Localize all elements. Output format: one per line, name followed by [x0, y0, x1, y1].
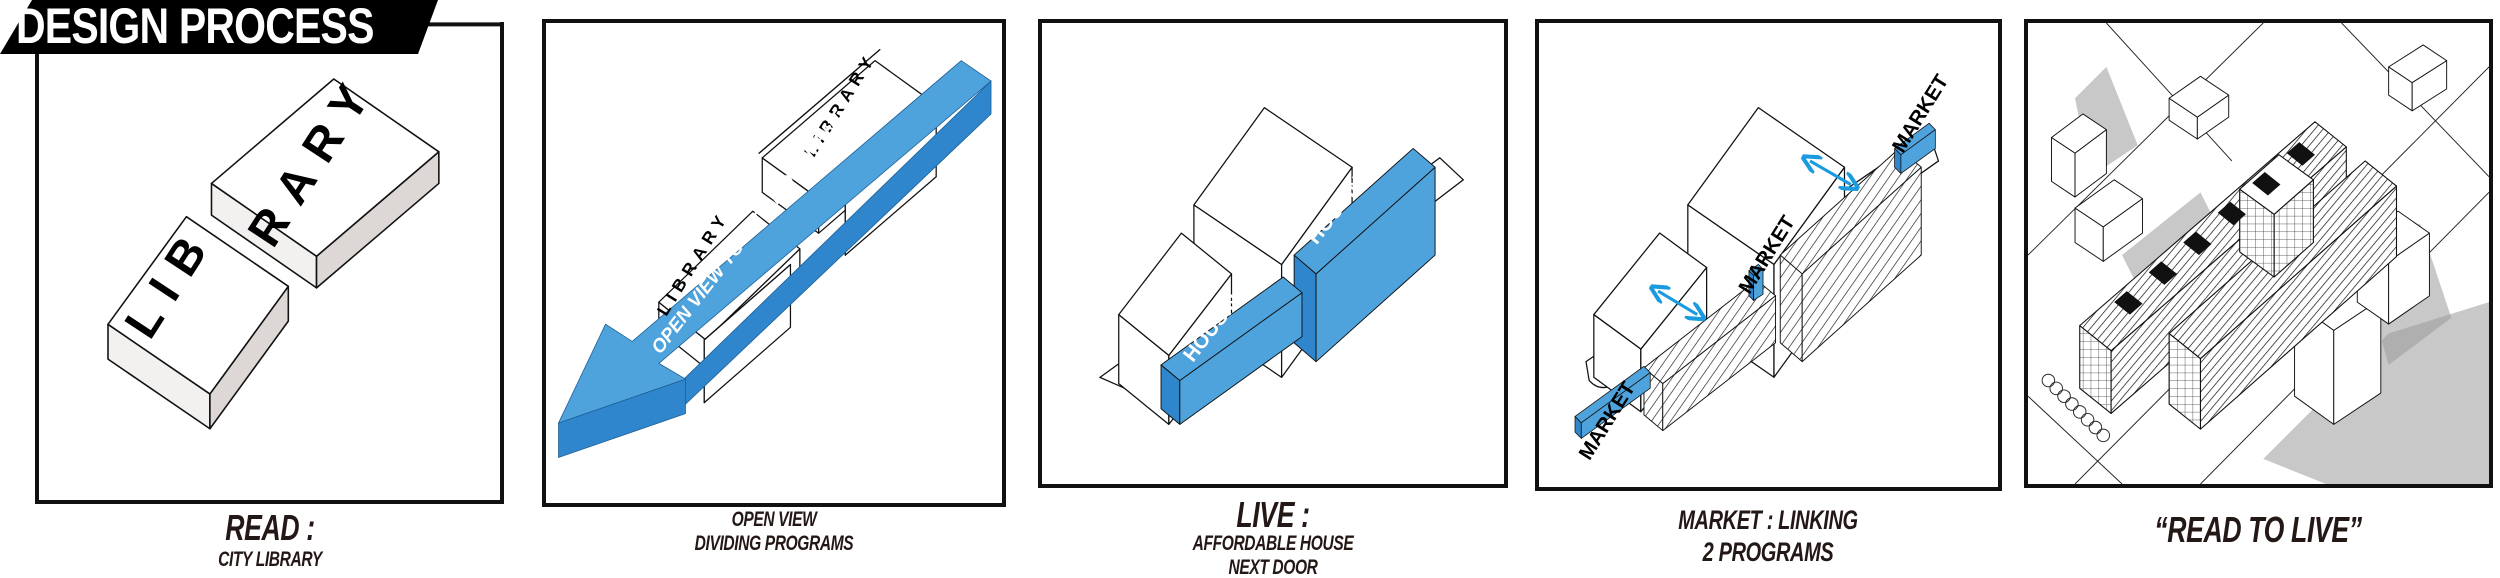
panel-read: LIB RARY — [35, 22, 504, 504]
caption-line: MARKET : LINKING — [1678, 505, 1858, 535]
panel-market: MARKET MARKET MARKET — [1535, 19, 2002, 491]
tree-6 — [2088, 420, 2103, 435]
caption-market: MARKET : LINKING 2 PROGRAMS — [1528, 504, 2008, 568]
market-strip-top-top-face — [1894, 122, 1936, 156]
caption-heading: “READ TO LIVE” — [2154, 509, 2362, 550]
building-d — [2388, 44, 2448, 112]
market-diagram: MARKET MARKET MARKET — [1574, 71, 1954, 464]
tree-5 — [2080, 412, 2095, 427]
roof-band-5 — [2286, 142, 2315, 166]
link-arrow-right — [1810, 161, 1851, 185]
library-block-lower — [107, 215, 290, 430]
tree-7 — [2096, 428, 2111, 443]
roof-band-1 — [2148, 261, 2177, 285]
market-strip-middle-top-face — [1748, 264, 1764, 276]
caption-heading: READ : — [225, 507, 315, 548]
roof-band-2 — [2183, 231, 2212, 256]
building-c — [2168, 75, 2230, 140]
housing-diagram: HOUSING HOUSING — [1098, 107, 1465, 426]
roof-band-3 — [2217, 201, 2246, 226]
housing-block-right-top-face — [1293, 147, 1436, 275]
street-line-3 — [2106, 23, 2233, 162]
title-badge: DESIGN PROCESS — [0, 0, 440, 56]
open-view-diagram: LIBRARY LIBRARY OPEN VIEW TO CITY MONUME… — [557, 48, 992, 459]
panel-open-view: LIBRARY LIBRARY OPEN VIEW TO CITY MONUME… — [542, 19, 1006, 507]
arrow-top-face — [557, 60, 992, 424]
market-block-right — [1779, 147, 1922, 363]
market-block-left-top-face — [1643, 279, 1777, 385]
library-blocks-diagram: LIB RARY — [39, 22, 500, 430]
housing-block-left-top-face — [1160, 276, 1303, 381]
street-line-5 — [2028, 395, 2123, 484]
tree-3 — [2065, 397, 2079, 411]
link-arrow-left — [1658, 291, 1697, 315]
library-block-upper — [210, 78, 440, 289]
panel-read-to-live — [2024, 19, 2493, 488]
caption-line: OPEN VIEW — [731, 508, 817, 531]
site-axonometric-render — [2028, 23, 2489, 484]
library-block-lower-top-face — [107, 215, 290, 395]
caption-line: DIVIDING PROGRAMS — [694, 532, 854, 555]
market-strip-middle — [1748, 264, 1764, 301]
title-badge-shape — [0, 0, 438, 54]
building-a — [2051, 113, 2107, 198]
caption-open-view: OPEN VIEW DIVIDING PROGRAMS — [534, 508, 1014, 556]
building-d-top-face — [2388, 44, 2448, 84]
caption-line: NEXT DOOR — [1228, 556, 1318, 578]
existing-building-back-top-face — [1193, 107, 1353, 266]
street-line-0 — [2028, 23, 2264, 256]
caption-heading: LIVE : — [1236, 494, 1310, 535]
tree-1 — [2049, 381, 2063, 396]
building-a-top-face — [2051, 113, 2107, 154]
caption-line: CITY LIBRARY — [218, 548, 322, 571]
roof-band-4 — [2252, 171, 2281, 196]
library-block-front-lower-top-face — [703, 263, 792, 341]
caption-live: LIVE : AFFORDABLE HOUSE NEXT DOOR — [1033, 494, 1513, 578]
existing-building-front-top-face — [1118, 232, 1233, 357]
tree-2 — [2057, 389, 2071, 403]
caption-line: 2 PROGRAMS — [1702, 537, 1834, 567]
tree-4 — [2073, 405, 2087, 419]
caption-read-to-live: “READ TO LIVE” — [2018, 510, 2498, 550]
caption-read: READ : CITY LIBRARY — [30, 508, 510, 572]
building-c-top-face — [2168, 75, 2230, 118]
market-strip-bottom — [1574, 365, 1651, 439]
caption-line: AFFORDABLE HOUSE — [1192, 532, 1354, 555]
library-block-back — [758, 49, 881, 154]
building-b — [2074, 179, 2143, 262]
housing-block-right — [1293, 147, 1436, 363]
building-b-top-face — [2074, 179, 2143, 228]
roof-band-0 — [2114, 291, 2143, 315]
building-e — [2294, 270, 2382, 425]
tree-0 — [2041, 373, 2056, 388]
housing-block-left — [1160, 276, 1303, 425]
library-block-upper-top-face — [210, 78, 440, 258]
panel-live: HOUSING HOUSING — [1038, 19, 1508, 488]
page-title: DESIGN PROCESS — [16, 0, 374, 54]
market-strip-top — [1894, 122, 1936, 174]
market-strip-bottom-top-face — [1574, 365, 1651, 424]
library-block-back-top-face — [758, 49, 881, 154]
